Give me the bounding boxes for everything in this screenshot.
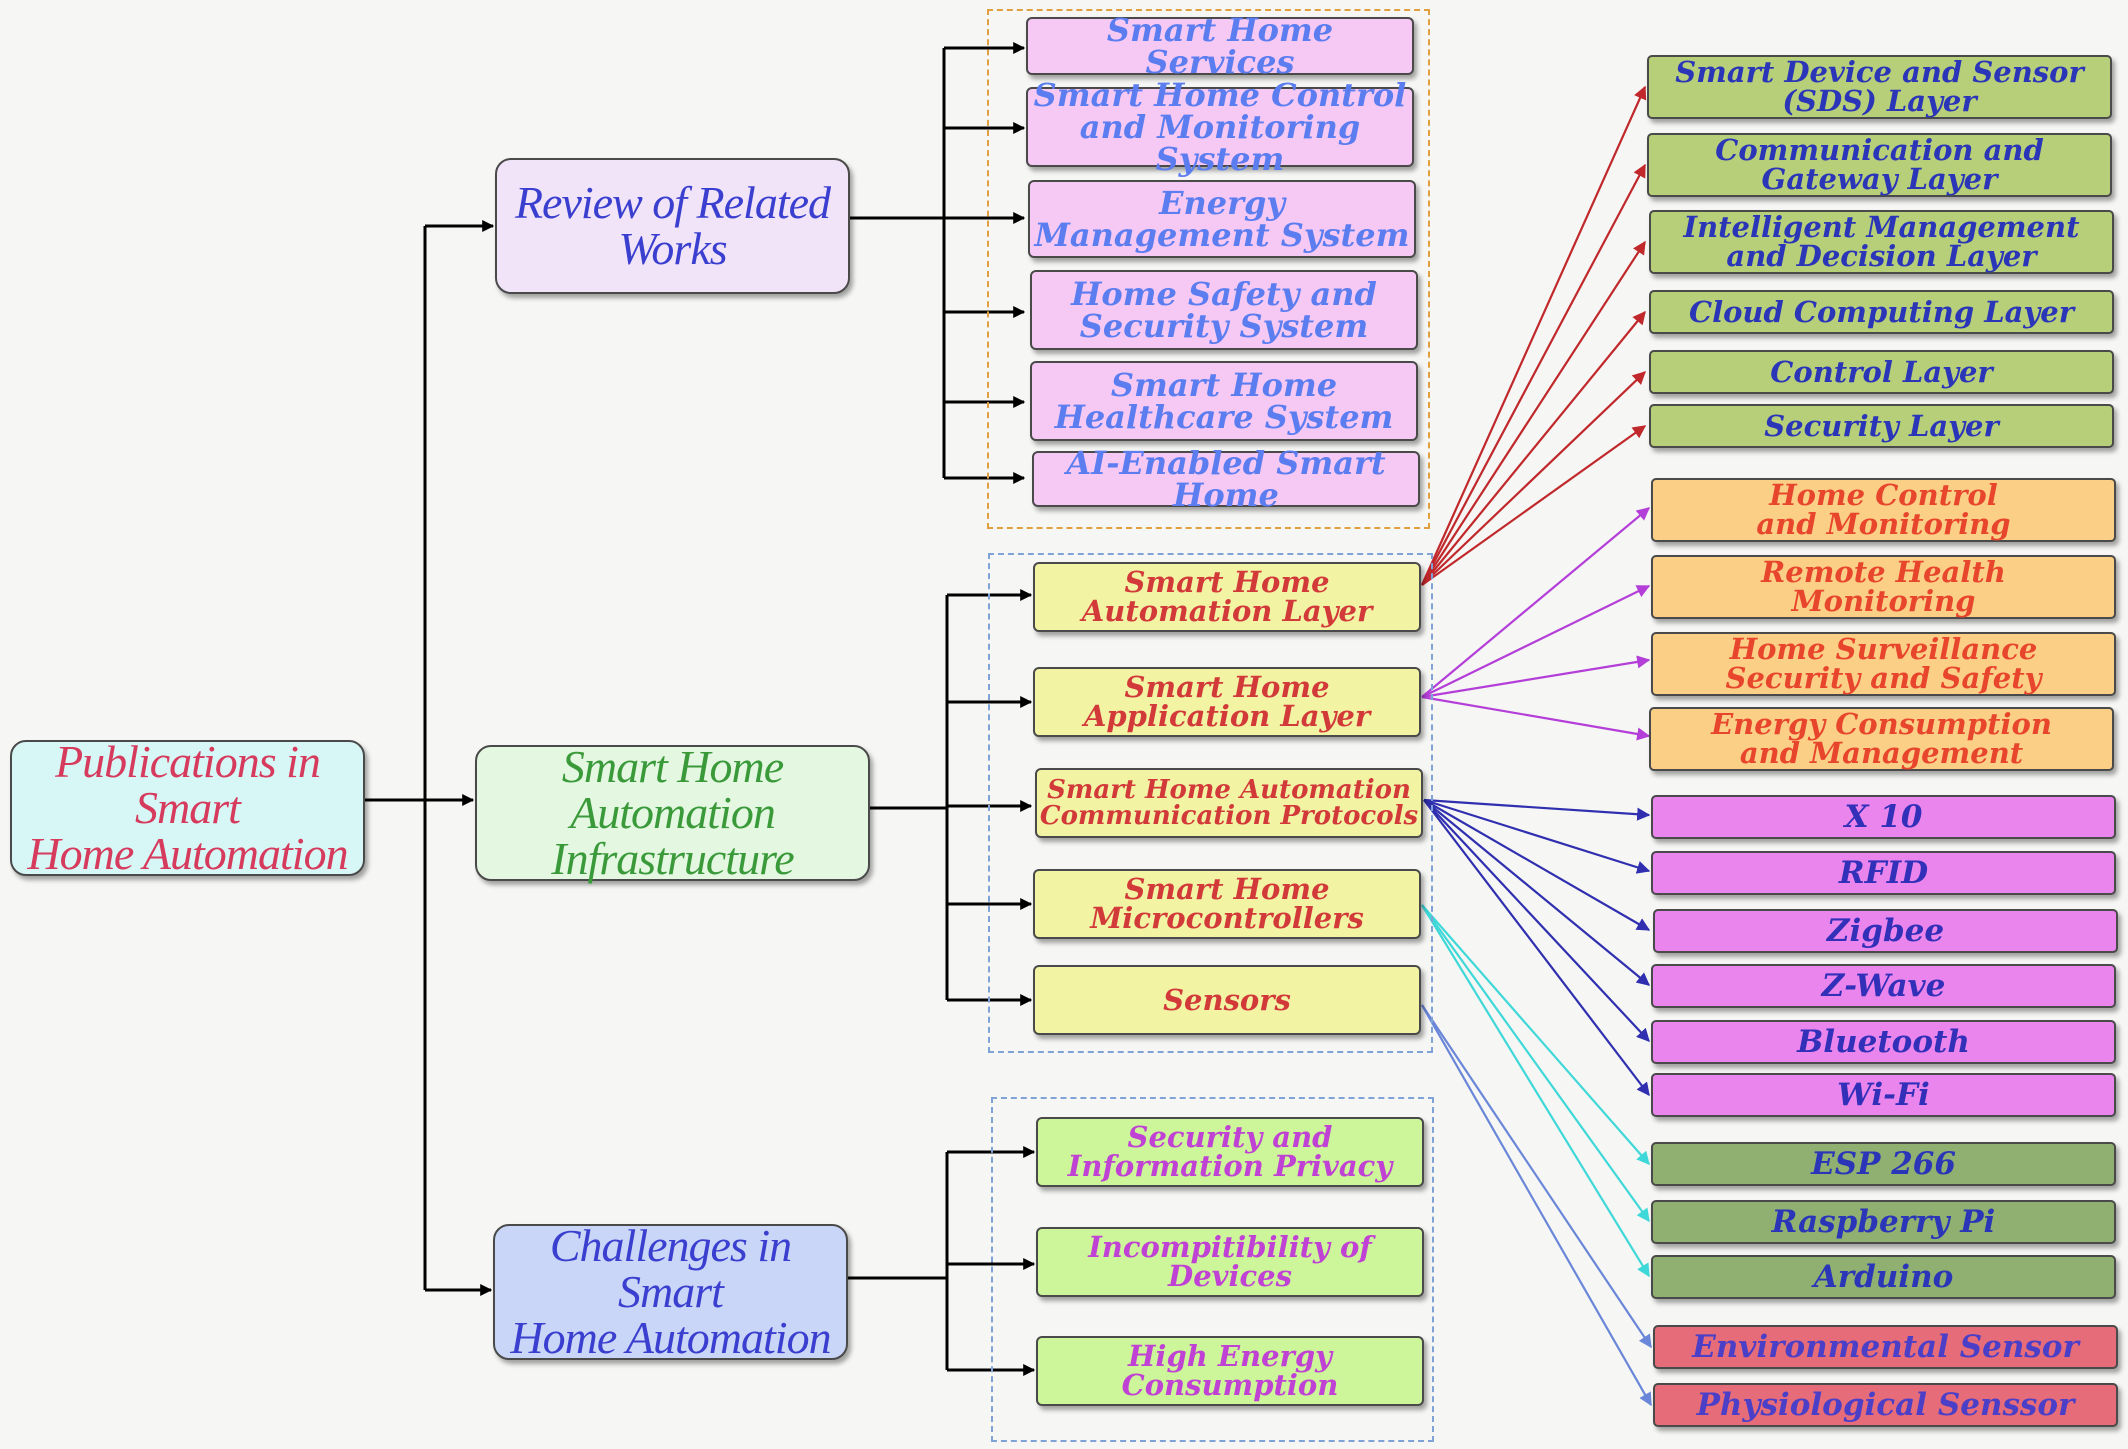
application-box: Energy Consumption and Management xyxy=(1649,707,2114,771)
microcontroller-box: ESP 266 xyxy=(1651,1142,2116,1186)
automation-layer-box: Cloud Computing Layer xyxy=(1649,290,2114,334)
layer-arrow xyxy=(1421,371,1646,586)
automation-layer-box: Smart Device and Sensor (SDS) Layer xyxy=(1647,55,2112,119)
automation-layer-box: Security Layer xyxy=(1649,404,2114,448)
review-item: Smart Home Control and Monitoring System xyxy=(1026,79,1414,175)
review-items-group xyxy=(987,9,1430,529)
protocol-box: Z-Wave xyxy=(1651,964,2116,1008)
protocol-arrow xyxy=(1423,798,1651,821)
protocol-box: Bluetooth xyxy=(1651,1020,2116,1064)
infra-item: Smart Home Microcontrollers xyxy=(1033,869,1421,939)
challenge-item: Incompitibility of Devices xyxy=(1036,1227,1424,1297)
application-arrow xyxy=(1421,695,1651,741)
sensor-box: Physiological Senssor xyxy=(1653,1383,2118,1427)
review-item: Energy Management System xyxy=(1028,180,1416,258)
sensor-arrow xyxy=(1421,1004,1652,1407)
microcontroller-box: Raspberry Pi xyxy=(1651,1200,2116,1244)
infra-item: Smart Home Automation Communication Prot… xyxy=(1035,768,1423,838)
protocol-box: RFID xyxy=(1651,851,2116,895)
automation-layer-box: Communication and Gateway Layer xyxy=(1647,133,2112,197)
microcontroller-box: Arduino xyxy=(1651,1255,2116,1299)
layer-arrow xyxy=(1421,240,1646,586)
infra-item: Smart Home Application Layer xyxy=(1033,667,1421,737)
review-item: Smart Home Healthcare System xyxy=(1030,361,1418,441)
branch-review: Review of Related Works xyxy=(495,158,850,294)
review-item: Home Safety and Security System xyxy=(1030,270,1418,350)
protocol-arrow xyxy=(1423,798,1651,874)
protocol-box: Zigbee xyxy=(1653,909,2118,953)
application-box: Home Surveillance Security and Safety xyxy=(1651,632,2116,696)
layer-arrow xyxy=(1421,163,1646,586)
challenge-item: High Energy Consumption xyxy=(1036,1336,1424,1406)
layer-arrow xyxy=(1420,85,1647,586)
root-node: Publications in Smart Home Automation xyxy=(10,739,365,877)
application-arrow xyxy=(1421,507,1651,698)
application-box: Home Control and Monitoring xyxy=(1651,478,2116,542)
microcontroller-arrow xyxy=(1421,904,1650,1278)
protocol-box: Wi-Fi xyxy=(1651,1073,2116,1117)
protocol-arrow xyxy=(1423,799,1651,986)
challenge-items-group xyxy=(991,1097,1434,1442)
branch-challenges: Challenges in Smart Home Automation xyxy=(493,1223,848,1361)
protocol-arrow xyxy=(1423,799,1651,931)
sensor-box: Environmental Sensor xyxy=(1653,1325,2118,1369)
review-item: Smart Home Services xyxy=(1026,14,1414,78)
automation-layer-box: Intelligent Management and Decision Laye… xyxy=(1649,210,2114,274)
application-box: Remote Health Monitoring xyxy=(1651,555,2116,619)
infra-item: Smart Home Automation Layer xyxy=(1033,562,1421,632)
microcontroller-arrow xyxy=(1421,904,1650,1165)
infra-items-group xyxy=(988,553,1433,1053)
microcontroller-arrow xyxy=(1421,904,1650,1223)
layer-arrow xyxy=(1421,425,1647,586)
sensor-arrow xyxy=(1421,1004,1652,1349)
protocol-arrow xyxy=(1423,799,1650,1097)
branch-infrastructure: Smart Home Automation Infrastructure xyxy=(475,744,870,882)
layer-arrow xyxy=(1421,310,1646,586)
challenge-item: Security and Information Privacy xyxy=(1036,1117,1424,1187)
application-arrow xyxy=(1421,585,1651,698)
review-item: AI-Enabled Smart Home xyxy=(1032,447,1420,511)
application-arrow xyxy=(1421,655,1651,699)
infra-item: Sensors xyxy=(1033,965,1421,1035)
protocol-box: X 10 xyxy=(1651,795,2116,839)
automation-layer-box: Control Layer xyxy=(1649,350,2114,394)
protocol-arrow xyxy=(1423,799,1650,1042)
